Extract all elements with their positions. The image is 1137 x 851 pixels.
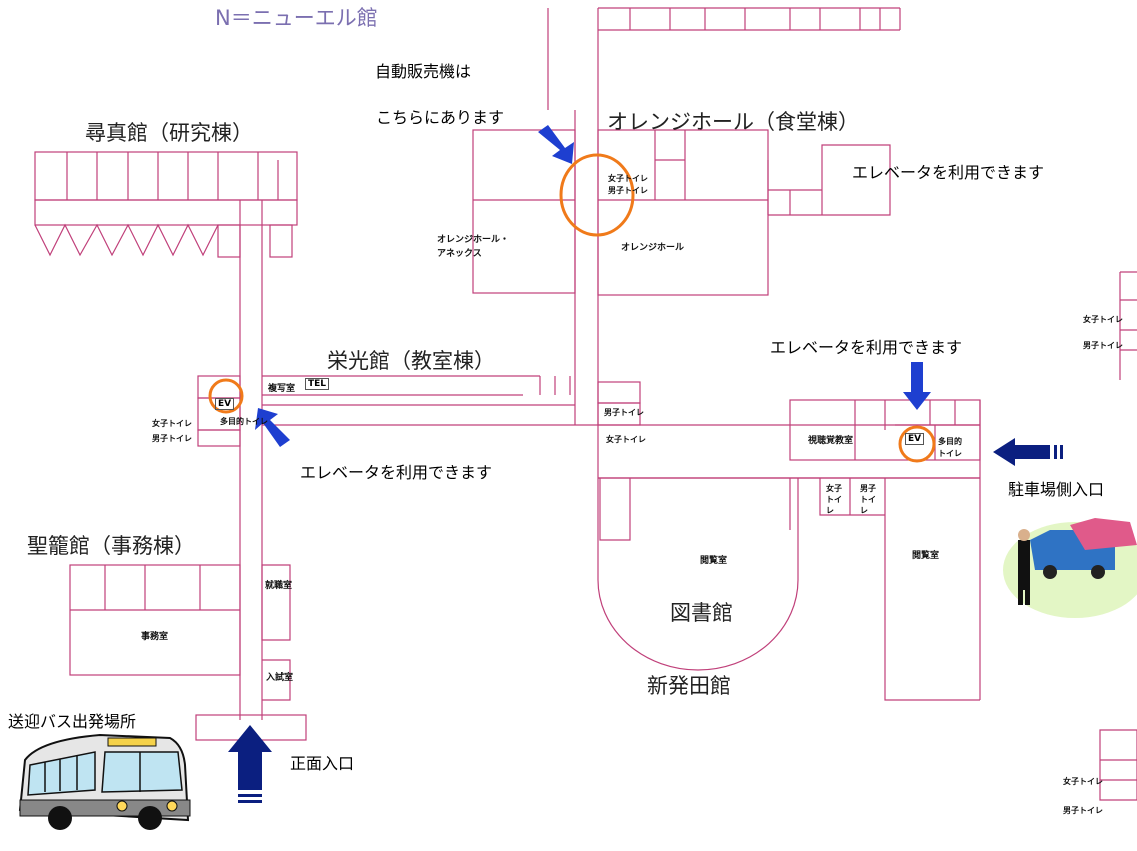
toilet-male-library-2: トイ: [860, 495, 876, 504]
arrow-library-ev: [903, 362, 931, 410]
building-library: 図書館: [670, 601, 733, 625]
room-print: 複写室: [268, 384, 296, 394]
toilet-male-library-3: レ: [860, 506, 868, 515]
room-ev-eiko: EV: [215, 398, 235, 410]
building-jinshin: 尋真館（研究棟）: [85, 121, 253, 145]
header-title: N＝ニューエル館: [215, 6, 378, 30]
note-bus-stop: 送迎バス出発場所: [8, 712, 137, 731]
toilet-female-library-3: レ: [826, 506, 834, 515]
note-front-entrance: 正面入口: [290, 754, 355, 773]
building-shinhotta: 新発田館: [647, 674, 731, 698]
toilet-female-orange: 女子トイレ: [608, 174, 648, 183]
room-ev-library: EV: [905, 433, 925, 445]
toilet-multi-eiko: 多目的トイレ: [220, 417, 268, 426]
note-elevator-orange: エレベータを利用できます: [852, 163, 1045, 182]
arrow-front: [228, 725, 272, 790]
room-admissions: 入試室: [266, 673, 294, 683]
arrow-parking: [993, 438, 1050, 466]
note-vending-2: こちらにあります: [376, 108, 505, 127]
arrow-vending: [538, 125, 574, 164]
room-reading-left: 閲覧室: [700, 556, 728, 566]
room-orange-hall: オレンジホール: [621, 243, 685, 253]
toilet-male-library-1: 男子: [860, 484, 876, 493]
toilet-male-orange: 男子トイレ: [608, 186, 648, 195]
toilet-male-eiko: 男子トイレ: [152, 434, 192, 443]
room-office: 事務室: [141, 632, 169, 642]
toilet-female-eiko: 女子トイレ: [152, 419, 192, 428]
parking-car-icon: [1003, 518, 1137, 618]
toilet-male-right-bottom: 男子トイレ: [1063, 806, 1103, 815]
room-reading-right: 閲覧室: [912, 551, 940, 561]
note-elevator-library: エレベータを利用できます: [770, 338, 963, 357]
toilet-multi-library-1: 多目的: [938, 437, 962, 446]
note-parking-entrance: 駐車場側入口: [1008, 480, 1105, 499]
note-elevator-eiko: エレベータを利用できます: [300, 463, 493, 482]
toilet-female-right-bottom: 女子トイレ: [1063, 777, 1103, 786]
room-tel: TEL: [305, 378, 330, 390]
bus-icon: [18, 733, 191, 830]
toilet-male-right-top: 男子トイレ: [1083, 341, 1123, 350]
toilet-female-mid: 女子トイレ: [606, 435, 646, 444]
building-seiryu: 聖籠館（事務棟）: [27, 534, 195, 558]
toilet-female-library-1: 女子: [826, 484, 842, 493]
room-orange-annex-2: アネックス: [437, 249, 482, 259]
toilet-female-library-2: トイ: [826, 495, 842, 504]
room-av: 視聴覚教室: [808, 436, 854, 446]
room-career: 就職室: [265, 581, 293, 591]
building-eiko: 栄光館（教室棟）: [327, 349, 495, 373]
arrow-eiko-ev: [255, 408, 290, 447]
room-orange-annex-1: オレンジホール・: [437, 235, 510, 245]
toilet-male-mid: 男子トイレ: [604, 408, 644, 417]
toilet-multi-library-2: トイレ: [938, 449, 962, 458]
building-orange-hall: オレンジホール（食堂棟）: [607, 110, 859, 134]
note-vending-1: 自動販売機は: [375, 62, 472, 81]
toilet-female-right-top: 女子トイレ: [1083, 315, 1123, 324]
